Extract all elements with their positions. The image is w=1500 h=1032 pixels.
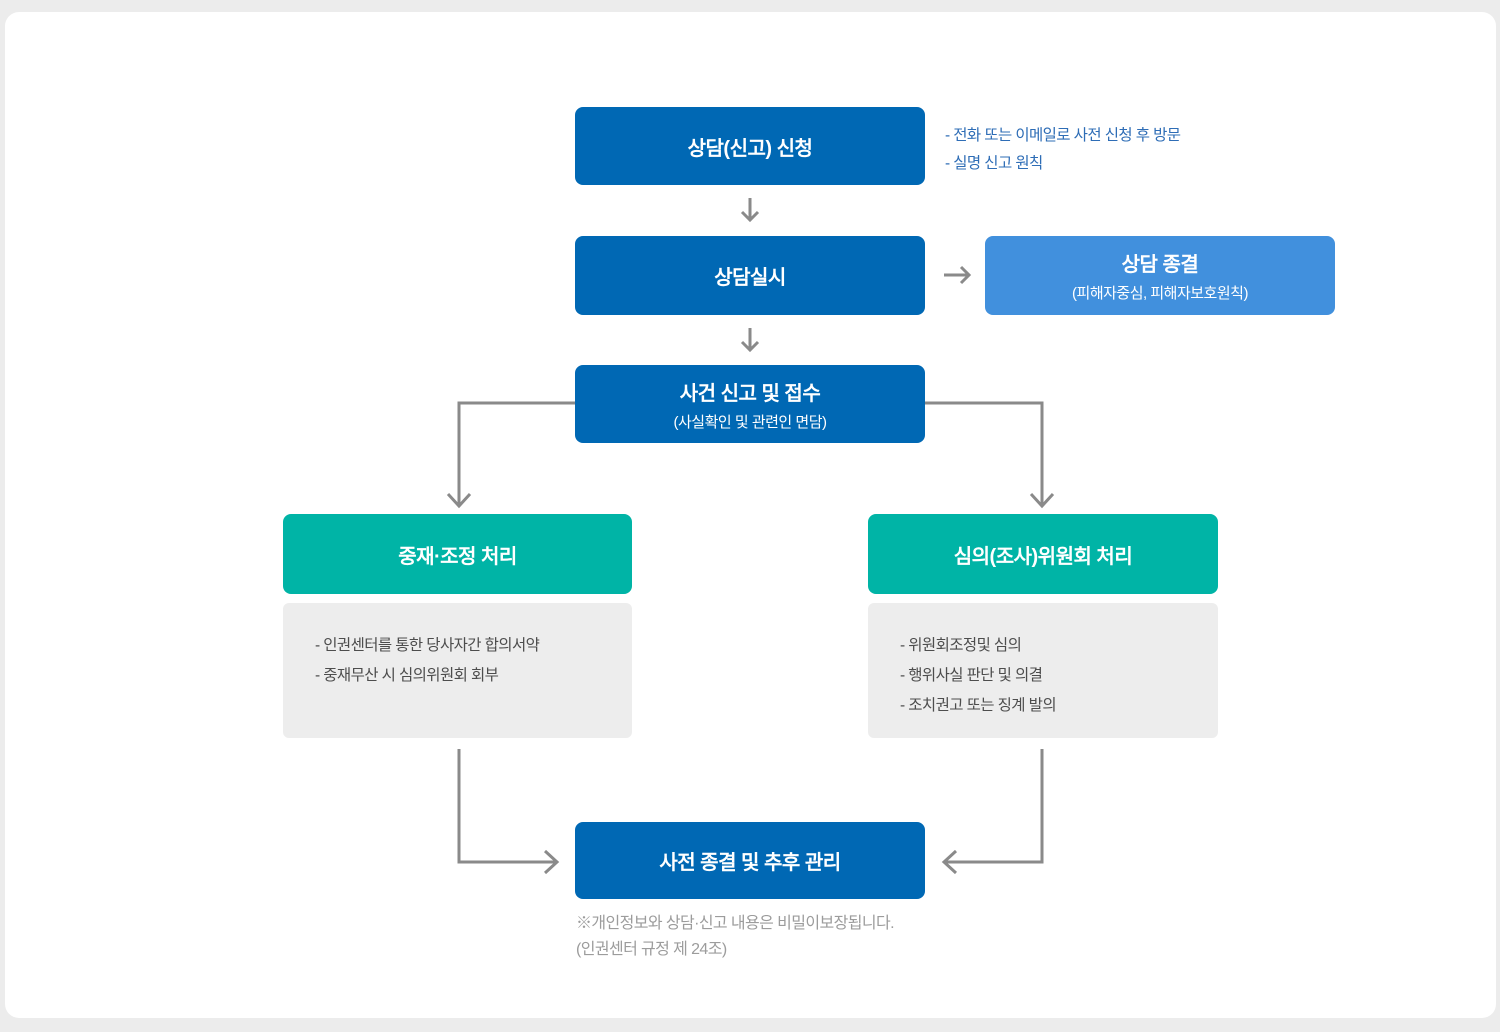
step-committee-box: 심의(조사)위원회 처리 <box>868 514 1218 594</box>
step-mediation-box: 중재·조정 처리 <box>283 514 632 594</box>
step-apply-label: 상담(신고) 신청 <box>687 137 813 160</box>
step-consult-end-box: 상담 종결 (피해자중심, 피해자보호원칙) <box>985 236 1335 315</box>
confidentiality-note-line-2: (인권센터 규정 제 24조) <box>576 941 727 958</box>
committee-details-panel: - 위원회조정및 심의 - 행위사실 판단 및 의결 - 조치권고 또는 징계 … <box>868 603 1218 738</box>
apply-notes: - 전화 또는 이메일로 사전 신청 후 방문 - 실명 신고 원칙 <box>945 122 1181 178</box>
apply-note-line-2: - 실명 신고 원칙 <box>945 155 1043 172</box>
apply-note-line-1: - 전화 또는 이메일로 사전 신청 후 방문 <box>945 127 1181 144</box>
step-final-label: 사전 종결 및 추후 관리 <box>659 852 841 874</box>
mediation-detail-line-1: - 인권센터를 통한 당사자간 합의서약 <box>315 637 540 654</box>
step-consult-box: 상담실시 <box>575 236 925 315</box>
step-report-sublabel: (사실확인 및 관련인 면담) <box>673 413 828 431</box>
confidentiality-note-line-1: ※개인정보와 상담·신고 내용은 비밀이보장됩니다. <box>576 915 895 932</box>
mediation-details-panel: - 인권센터를 통한 당사자간 합의서약 - 중재무산 시 심의위원회 회부 <box>283 603 632 738</box>
committee-detail-line-1: - 위원회조정및 심의 <box>900 637 1022 654</box>
step-consult-label: 상담실시 <box>714 267 786 289</box>
step-report-label: 사건 신고 및 접수 <box>679 382 821 405</box>
step-report-box: 사건 신고 및 접수 (사실확인 및 관련인 면담) <box>575 365 925 443</box>
step-consult-end-label: 상담 종결 <box>1121 254 1199 276</box>
step-committee-label: 심의(조사)위원회 처리 <box>953 545 1133 568</box>
step-mediation-label: 중재·조정 처리 <box>398 545 517 568</box>
step-final-box: 사전 종결 및 추후 관리 <box>575 822 925 899</box>
step-apply-box: 상담(신고) 신청 <box>575 107 925 185</box>
mediation-detail-line-2: - 중재무산 시 심의위원회 회부 <box>315 667 499 684</box>
step-consult-end-sublabel: (피해자중심, 피해자보호원칙) <box>1072 285 1248 302</box>
confidentiality-note: ※개인정보와 상담·신고 내용은 비밀이보장됩니다. (인권센터 규정 제 24… <box>576 911 895 963</box>
committee-detail-line-3: - 조치권고 또는 징계 발의 <box>900 697 1057 714</box>
committee-detail-line-2: - 행위사실 판단 및 의결 <box>900 667 1043 684</box>
